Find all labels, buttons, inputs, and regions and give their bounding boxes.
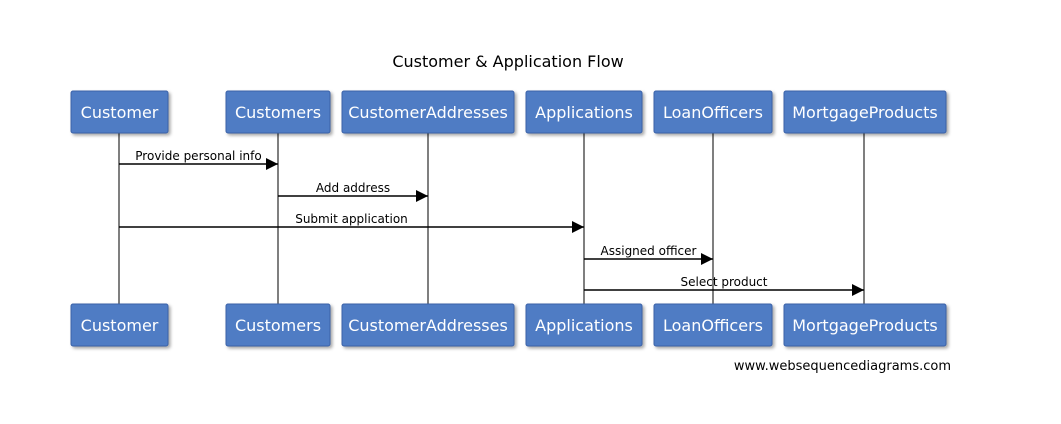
participant-customer-top: Customer <box>70 90 169 134</box>
participant-applications-bottom: Applications <box>525 303 643 347</box>
participant-box <box>225 90 331 134</box>
participant-label: Applications <box>535 316 633 335</box>
participant-box <box>783 303 947 347</box>
participant-label: Customers <box>235 316 321 335</box>
participant-label: Applications <box>535 103 633 122</box>
participant-box <box>341 90 515 134</box>
participant-customer-addresses-bottom: CustomerAddresses <box>341 303 515 347</box>
participant-label: CustomerAddresses <box>348 103 508 122</box>
participants-bottom: Customer Customers CustomerAddresses Applic… <box>70 303 947 347</box>
participant-label: CustomerAddresses <box>348 316 508 335</box>
participant-box <box>783 90 947 134</box>
message-label: Select product <box>681 275 768 289</box>
watermark-text[interactable]: www.websequencediagrams.com <box>734 359 951 374</box>
participant-label: LoanOfficers <box>663 316 763 335</box>
participant-customer-addresses-top: CustomerAddresses <box>341 90 515 134</box>
participant-label: Customer <box>81 103 159 122</box>
participant-label: Customer <box>81 316 159 335</box>
diagram-title: Customer & Application Flow <box>392 52 623 71</box>
participant-label: LoanOfficers <box>663 103 763 122</box>
message-label: Provide personal info <box>135 149 261 163</box>
participant-customers-top: Customers <box>225 90 331 134</box>
participant-loan-officers-top: LoanOfficers <box>653 90 773 134</box>
participant-label: MortgageProducts <box>792 103 938 122</box>
message-4: Assigned officer <box>584 244 713 265</box>
message-label: Assigned officer <box>601 244 697 258</box>
participant-box <box>70 303 169 347</box>
participant-box <box>525 303 643 347</box>
participant-box <box>341 303 515 347</box>
participants-top: Customer Customers CustomerAddresses Applic… <box>70 90 947 134</box>
message-2: Add address <box>278 181 428 202</box>
participant-mortgage-products-bottom: MortgageProducts <box>783 303 947 347</box>
participant-box <box>225 303 331 347</box>
message-label: Submit application <box>295 212 408 226</box>
participant-label: Customers <box>235 103 321 122</box>
participant-loan-officers-bottom: LoanOfficers <box>653 303 773 347</box>
participant-box <box>525 90 643 134</box>
participant-box <box>653 303 773 347</box>
lifelines <box>118 133 865 304</box>
message-5: Select product <box>584 275 864 296</box>
message-1: Provide personal info <box>119 149 278 170</box>
participant-label: MortgageProducts <box>792 316 938 335</box>
message-3: Submit application <box>119 212 584 233</box>
participant-customers-bottom: Customers <box>225 303 331 347</box>
message-label: Add address <box>316 181 390 195</box>
participant-box <box>70 90 169 134</box>
participant-applications-top: Applications <box>525 90 643 134</box>
participant-mortgage-products-top: MortgageProducts <box>783 90 947 134</box>
participant-box <box>653 90 773 134</box>
participant-customer-bottom: Customer <box>70 303 169 347</box>
